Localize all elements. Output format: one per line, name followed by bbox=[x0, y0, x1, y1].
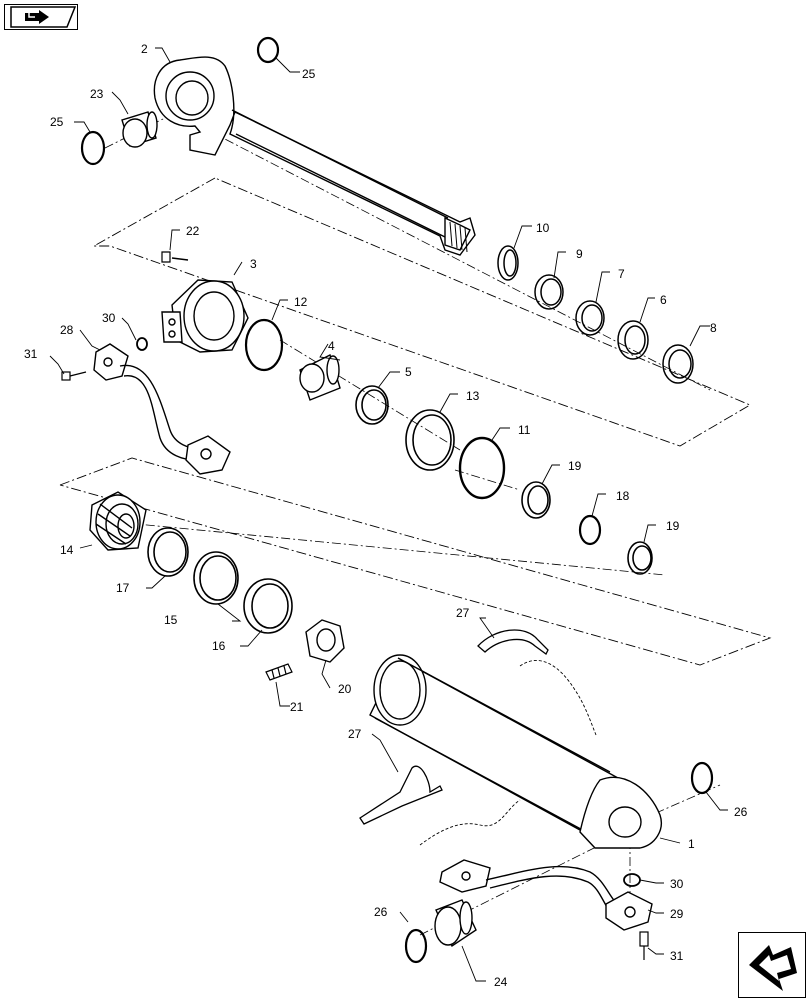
callout-16: 16 bbox=[212, 639, 226, 653]
clamp-27-upper bbox=[477, 629, 549, 655]
piston-14 bbox=[89, 491, 147, 551]
bushing-4 bbox=[299, 354, 341, 401]
callout-1: 1 bbox=[688, 837, 695, 851]
o-ring-25-top bbox=[256, 36, 280, 64]
callout-11: 11 bbox=[518, 423, 531, 437]
o-ring-30-upper bbox=[136, 337, 148, 351]
leader-lines bbox=[49, 47, 728, 982]
callout-9: 9 bbox=[576, 247, 583, 261]
arrow-back-icon bbox=[10, 6, 77, 28]
callout-29: 29 bbox=[670, 907, 684, 921]
previous-page-button[interactable] bbox=[4, 4, 78, 30]
nut-20 bbox=[305, 619, 345, 663]
callout-12: 12 bbox=[294, 295, 308, 309]
group-outlines bbox=[59, 177, 772, 666]
callout-21: 21 bbox=[290, 700, 304, 714]
bolt-31-lower bbox=[639, 931, 649, 960]
callout-20: 20 bbox=[338, 682, 352, 696]
o-ring-12 bbox=[244, 318, 284, 372]
o-ring-30-lower bbox=[623, 873, 641, 887]
cylinder-barrel-1 bbox=[369, 654, 662, 849]
callout-6: 6 bbox=[660, 293, 667, 307]
callout-17: 17 bbox=[116, 581, 130, 595]
callout-23: 23 bbox=[90, 87, 104, 101]
arrow-forward-icon bbox=[749, 945, 797, 991]
seal-group-outline bbox=[59, 457, 772, 666]
set-screw-21 bbox=[265, 663, 293, 681]
callout-31b: 31 bbox=[670, 949, 684, 963]
callout-27a: 27 bbox=[456, 606, 470, 620]
callout-18: 18 bbox=[616, 489, 630, 503]
callout-8: 8 bbox=[710, 321, 717, 335]
callout-27b: 27 bbox=[348, 727, 362, 741]
bushing-24 bbox=[434, 899, 477, 948]
callout-7: 7 bbox=[618, 267, 625, 281]
clamp-27-lower bbox=[359, 765, 443, 825]
rod-rings bbox=[497, 245, 694, 384]
next-page-button[interactable] bbox=[738, 932, 806, 998]
bushing-23 bbox=[121, 111, 158, 148]
callout-13: 13 bbox=[466, 389, 480, 403]
callout-10: 10 bbox=[536, 221, 550, 235]
callout-labels: 1 2 3 4 5 6 7 8 9 10 11 12 13 14 15 16 1… bbox=[24, 42, 748, 989]
hose-lines bbox=[419, 660, 597, 846]
callout-25b: 25 bbox=[50, 115, 64, 129]
screw-22 bbox=[171, 257, 189, 261]
callout-15: 15 bbox=[164, 613, 178, 627]
callout-5: 5 bbox=[405, 365, 412, 379]
bolt-31-upper bbox=[61, 371, 87, 381]
callout-25a: 25 bbox=[302, 67, 316, 81]
callout-19a: 19 bbox=[568, 459, 582, 473]
callout-31a: 31 bbox=[24, 347, 38, 361]
callout-3: 3 bbox=[250, 257, 257, 271]
callout-30b: 30 bbox=[670, 877, 684, 891]
seal-rings bbox=[147, 527, 293, 634]
gland-3 bbox=[161, 279, 249, 353]
o-ring-25-left bbox=[80, 130, 106, 166]
callout-2: 2 bbox=[141, 42, 148, 56]
o-ring-26-lower bbox=[404, 928, 428, 964]
callout-19b: 19 bbox=[666, 519, 680, 533]
callout-30a: 30 bbox=[102, 311, 116, 325]
callout-14: 14 bbox=[60, 543, 74, 557]
piston-group-outline bbox=[92, 177, 752, 447]
callout-26b: 26 bbox=[374, 905, 388, 919]
tube-29 bbox=[439, 859, 653, 931]
o-ring-26-upper bbox=[690, 761, 714, 795]
callout-26a: 26 bbox=[734, 805, 748, 819]
callout-28: 28 bbox=[60, 323, 74, 337]
piston-rod bbox=[153, 56, 476, 256]
piston-rings bbox=[355, 385, 653, 575]
callout-22: 22 bbox=[186, 224, 200, 238]
tube-28 bbox=[93, 343, 231, 475]
callout-24: 24 bbox=[494, 975, 508, 989]
callout-4: 4 bbox=[328, 339, 335, 353]
